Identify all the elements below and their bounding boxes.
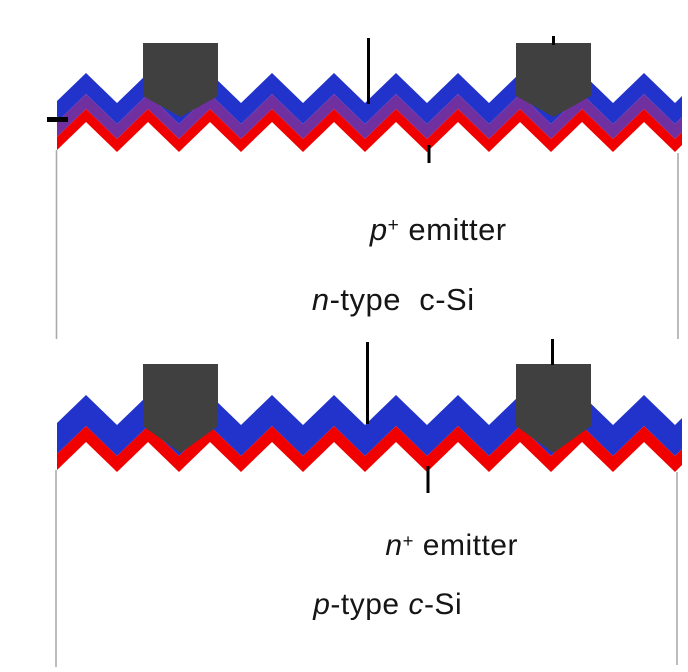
n-type-substrate-label: n-type c-Si	[275, 253, 474, 346]
emitter-word: emitter	[399, 212, 507, 247]
substrate-silicon-text: -Si	[435, 282, 475, 317]
n-plus-emitter-label: n+ emitter	[350, 501, 518, 591]
front-metal-contact	[516, 364, 591, 453]
top-cell-diagram	[47, 36, 682, 339]
emitter-charge-superscript: +	[387, 215, 400, 237]
substrate-crystal-symbol: c	[408, 588, 424, 621]
p-plus-emitter-layer	[57, 94, 682, 139]
emitter-word: emitter	[413, 529, 518, 562]
substrate-crystal-symbol: c	[419, 282, 436, 317]
emitter-dopant-symbol: p	[369, 212, 388, 247]
bottom-cell-diagram	[55, 339, 682, 667]
n-plus-emitter-layer	[57, 426, 682, 472]
front-metal-contact	[143, 364, 218, 453]
p-plus-emitter-label: p+ emitter	[333, 183, 506, 276]
substrate-type-text: -type	[330, 588, 409, 621]
substrate-dopant-symbol: n	[311, 282, 330, 317]
substrate-silicon-text: -Si	[423, 588, 463, 621]
substrate-dopant-symbol: p	[313, 588, 331, 621]
front-metal-contact	[516, 43, 591, 117]
emitter-charge-superscript: +	[402, 529, 414, 551]
surface-doped-layer	[57, 109, 682, 152]
p-type-substrate-label: p-type c-Si	[278, 560, 462, 620]
substrate-type-text: -type	[329, 282, 420, 317]
emitter-dopant-symbol: n	[385, 529, 403, 562]
front-metal-contact	[143, 43, 218, 117]
